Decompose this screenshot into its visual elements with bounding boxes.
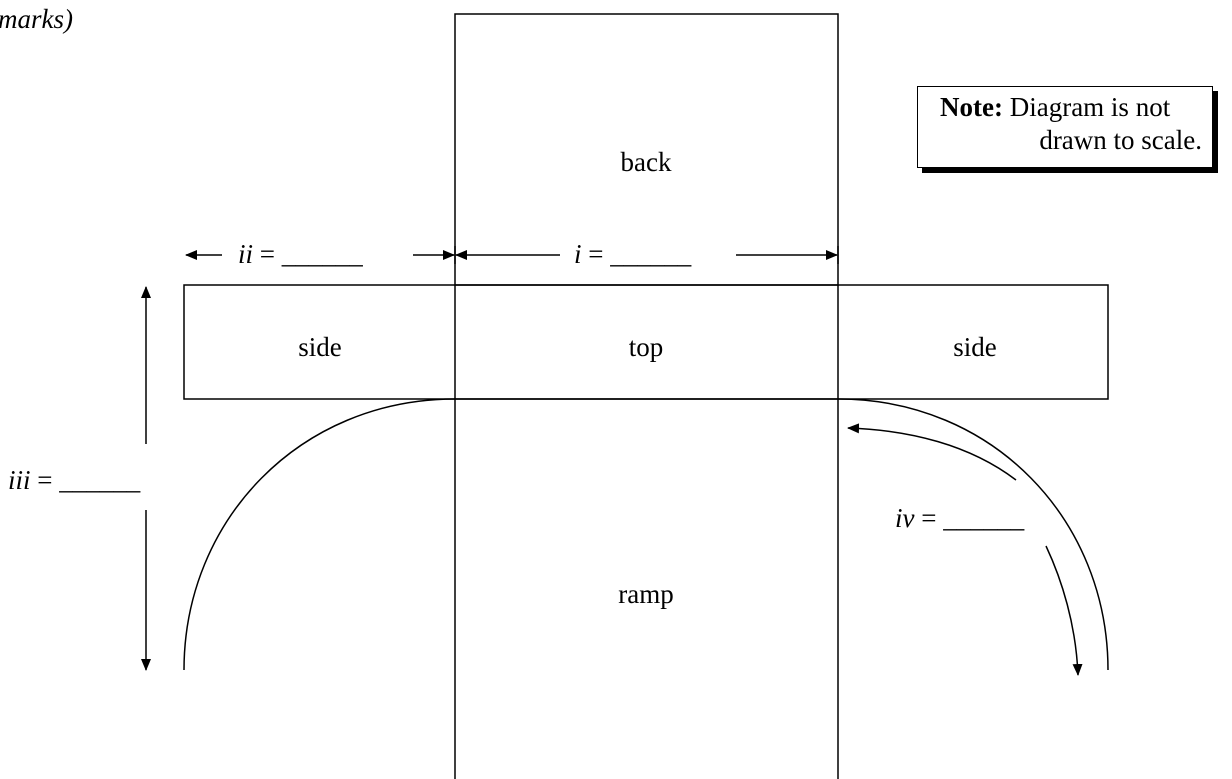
- note-bold-label: Note:: [940, 92, 1003, 122]
- note-line1: Diagram is not: [1002, 92, 1171, 122]
- dim-iv-label: iv = ______: [895, 503, 1025, 533]
- note-line2: drawn to scale.: [1039, 125, 1202, 155]
- header-fragment: marks): [0, 4, 73, 34]
- ramp-panel: [454, 398, 839, 779]
- scale-note: Note: Diagram is not drawn to scale.: [917, 86, 1213, 168]
- dim-ii-label: ii = ______: [238, 239, 363, 269]
- side-left-label: side: [298, 332, 342, 362]
- top-label: top: [629, 332, 664, 362]
- dim-iii-label: iii = ______: [8, 465, 141, 495]
- ramp-label: ramp: [618, 579, 673, 609]
- left-side-curve: [183, 398, 456, 671]
- dim-i-label: i = ______: [574, 239, 692, 269]
- dim-iv-lower-arrow: [1045, 545, 1083, 676]
- side-right-label: side: [953, 332, 997, 362]
- back-label: back: [621, 147, 672, 177]
- right-side-curve: [837, 398, 1109, 671]
- dim-iv-upper-arrow: [847, 423, 1017, 481]
